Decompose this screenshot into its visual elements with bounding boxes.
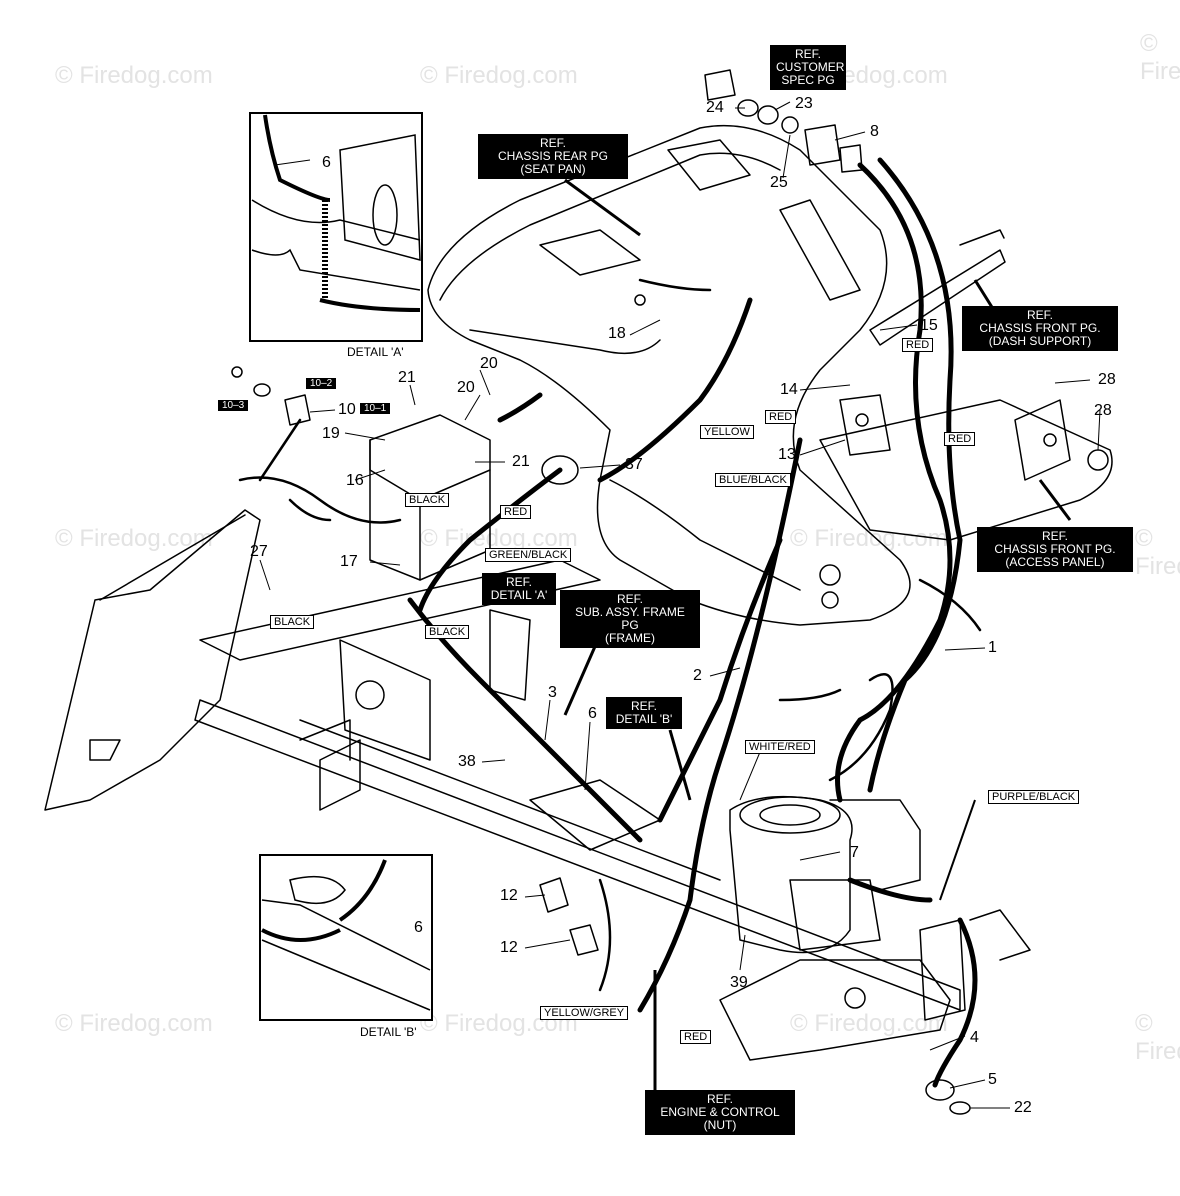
watermark: © Firedog.com bbox=[1135, 1010, 1180, 1065]
side-panel bbox=[44, 509, 261, 811]
callout-number: 5 bbox=[988, 1071, 997, 1088]
callout-number: 10 bbox=[338, 401, 356, 418]
callout-number: 14 bbox=[780, 381, 798, 398]
wire-label-blue-black: BLUE/BLACK bbox=[715, 473, 791, 487]
ref-chassis-front-dash: REF.CHASSIS FRONT PG.(DASH SUPPORT) bbox=[962, 306, 1118, 351]
callout-number: 18 bbox=[608, 325, 626, 342]
watermark: © Firedog.com bbox=[55, 1010, 213, 1037]
wire-label-black: BLACK bbox=[405, 493, 450, 507]
dash-support bbox=[869, 249, 1006, 346]
frame-rail bbox=[199, 559, 601, 661]
watermark: © Firedog.com bbox=[55, 62, 213, 89]
callout-number: 22 bbox=[1014, 1099, 1032, 1116]
ref-engine-control: REF.ENGINE & CONTROL(NUT) bbox=[645, 1090, 795, 1135]
ref-detail-a: REF.DETAIL 'A' bbox=[482, 573, 556, 605]
wire-label-purple-black: PURPLE/BLACK bbox=[988, 790, 1080, 804]
detail-a-label: DETAIL 'A' bbox=[347, 345, 404, 359]
callout-number: 7 bbox=[850, 844, 859, 861]
wire-label-green-black: GREEN/BLACK bbox=[485, 548, 572, 562]
callout-number: 3 bbox=[548, 684, 557, 701]
watermark: © Firedog.com bbox=[420, 62, 578, 89]
wire-label-red: RED bbox=[500, 505, 532, 519]
callout-number: 20 bbox=[457, 379, 475, 396]
callout-number: 23 bbox=[795, 95, 813, 112]
subpart-label: 10–1 bbox=[360, 403, 391, 414]
callout-number: 12 bbox=[500, 887, 518, 904]
callout-number: 24 bbox=[706, 99, 724, 116]
callout-number: 21 bbox=[398, 369, 416, 386]
callout-number: 20 bbox=[480, 355, 498, 372]
ref-detail-b: REF.DETAIL 'B' bbox=[606, 697, 682, 729]
callout-number: 37 bbox=[625, 456, 643, 473]
watermark: © Firedog.com bbox=[55, 525, 213, 552]
callout-number: 27 bbox=[250, 543, 268, 560]
wire-label-black: BLACK bbox=[425, 625, 470, 639]
callout-number: 16 bbox=[346, 472, 364, 489]
callout-number: 13 bbox=[778, 446, 796, 463]
wire-label-white-red: WHITE/RED bbox=[745, 740, 815, 754]
callout-number: 6 bbox=[414, 919, 423, 936]
battery bbox=[369, 414, 491, 501]
callout-number: 17 bbox=[340, 553, 358, 570]
engine bbox=[729, 795, 853, 954]
watermark: © Firedog.com bbox=[1135, 525, 1180, 580]
harness-2 bbox=[867, 157, 963, 793]
callout-number: 15 bbox=[920, 317, 938, 334]
callout-number: 39 bbox=[730, 974, 748, 991]
wire-label-red: RED bbox=[944, 432, 976, 446]
callout-number: 12 bbox=[500, 939, 518, 956]
callout-number: 6 bbox=[588, 705, 597, 722]
detail-b-label: DETAIL 'B' bbox=[360, 1025, 417, 1039]
ref-chassis-front-access: REF.CHASSIS FRONT PG.(ACCESS PANEL) bbox=[977, 527, 1133, 572]
callout-number: 28 bbox=[1098, 371, 1116, 388]
callout-number: 6 bbox=[322, 154, 331, 171]
wire-label-red: RED bbox=[902, 338, 934, 352]
watermark: © Firedog.com bbox=[420, 525, 578, 552]
wire-label-red: RED bbox=[680, 1030, 712, 1044]
wire-label-yellow: YELLOW bbox=[700, 425, 754, 439]
wire-label-red: RED bbox=[765, 410, 797, 424]
callout-number: 2 bbox=[693, 667, 702, 684]
callout-number: 28 bbox=[1094, 402, 1112, 419]
callout-number: 1 bbox=[988, 639, 997, 656]
ref-sub-assy-frame: REF.SUB. ASSY. FRAME PG(FRAME) bbox=[560, 590, 700, 648]
wire-label-yellow-grey: YELLOW/GREY bbox=[540, 1006, 629, 1020]
ref-chassis-rear: REF.CHASSIS REAR PG(SEAT PAN) bbox=[478, 134, 628, 179]
seat-pan bbox=[427, 124, 911, 626]
harness-1 bbox=[835, 162, 953, 803]
callout-number: 21 bbox=[512, 453, 530, 470]
harness-4 bbox=[657, 537, 783, 823]
callout-number: 25 bbox=[770, 174, 788, 191]
watermark: © Firedog.com bbox=[1140, 30, 1180, 85]
wire-label-black: BLACK bbox=[270, 615, 315, 629]
detail-b-drawing bbox=[259, 854, 433, 1021]
callout-number: 19 bbox=[322, 425, 340, 442]
access-panel bbox=[819, 399, 1113, 541]
subpart-label: 10–3 bbox=[218, 400, 249, 411]
callout-number: 38 bbox=[458, 753, 476, 770]
callout-number: 4 bbox=[970, 1029, 979, 1046]
callout-number: 8 bbox=[870, 123, 879, 140]
subpart-label: 10–2 bbox=[306, 378, 337, 389]
detail-a-drawing bbox=[249, 112, 423, 342]
